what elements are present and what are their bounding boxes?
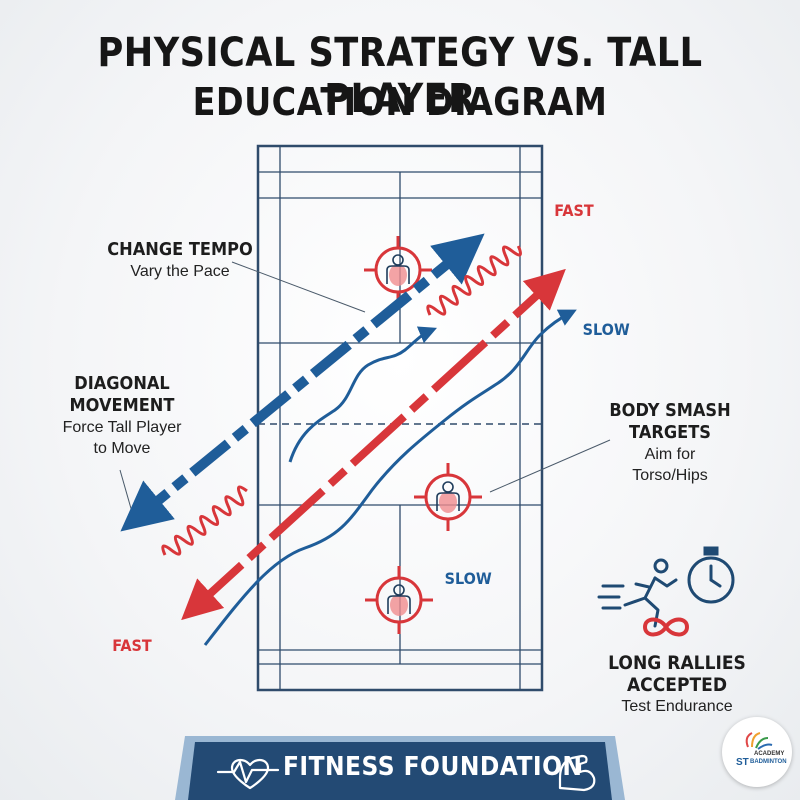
diagonal-movement-heading-2: MOVEMENT	[69, 395, 175, 416]
heartbeat-icon	[216, 758, 280, 790]
body-smash-heading-1: BODY SMASH	[609, 400, 731, 421]
banner-title: FITNESS FOUNDATION	[283, 752, 583, 782]
blue-wave-upper	[288, 326, 437, 463]
academy-logo: ACADEMY ST BADMINTON	[722, 717, 792, 787]
body-smash-heading-2: TARGETS	[629, 422, 711, 443]
blue-wave-lower	[203, 309, 577, 646]
target-player-icon	[412, 461, 484, 533]
footer-banner	[175, 736, 625, 800]
runner-icon	[597, 558, 678, 628]
diagonal-movement-heading-1: DIAGONAL	[74, 373, 170, 394]
stopwatch-icon	[687, 546, 735, 604]
long-rallies-label: LONG RALLIES ACCEPTED Test Endurance	[582, 652, 772, 717]
red-squiggle-upper	[426, 245, 523, 316]
change-tempo-label: CHANGE TEMPO Vary the Pace	[80, 239, 280, 282]
change-tempo-sub: Vary the Pace	[130, 263, 230, 280]
body-smash-sub-2: Torso/Hips	[632, 467, 708, 484]
slow-label-right: SLOW	[582, 320, 630, 339]
logo-text-st: ST	[736, 757, 749, 768]
target-player-icon	[363, 564, 435, 636]
title-line-1: PHYSICAL STRATEGY VS. TALL PLAYER	[97, 30, 703, 122]
diagonal-movement-label: DIAGONAL MOVEMENT Force Tall Player to M…	[32, 373, 212, 459]
diagonal-movement-sub-2: to Move	[93, 440, 151, 457]
logo-mark	[745, 732, 773, 750]
red-squiggle-lower	[161, 485, 248, 556]
red-diagonal-arrow	[181, 268, 566, 621]
body-smash-sub-1: Aim for	[644, 446, 696, 463]
fast-label-bottom: FAST	[112, 636, 152, 655]
fast-label-top: FAST	[554, 201, 594, 220]
logo-text-badminton: BADMINTON	[750, 759, 787, 765]
target-player-icon	[362, 234, 434, 306]
long-rallies-heading-2: ACCEPTED	[626, 674, 728, 696]
diagonal-movement-sub-1: Force Tall Player	[62, 419, 182, 436]
infinity-icon	[642, 617, 690, 637]
flexed-arm-icon	[558, 754, 596, 792]
long-rallies-heading-1: LONG RALLIES	[608, 652, 746, 674]
change-tempo-heading: CHANGE TEMPO	[107, 239, 253, 260]
logo-text-academy: ACADEMY	[754, 751, 785, 757]
long-rallies-sub: Test Endurance	[621, 698, 733, 715]
slow-label-court: SLOW	[444, 569, 492, 588]
body-smash-label: BODY SMASH TARGETS Aim for Torso/Hips	[580, 400, 760, 486]
title-line-2: EDUCATION DIAGRAM	[192, 80, 608, 124]
